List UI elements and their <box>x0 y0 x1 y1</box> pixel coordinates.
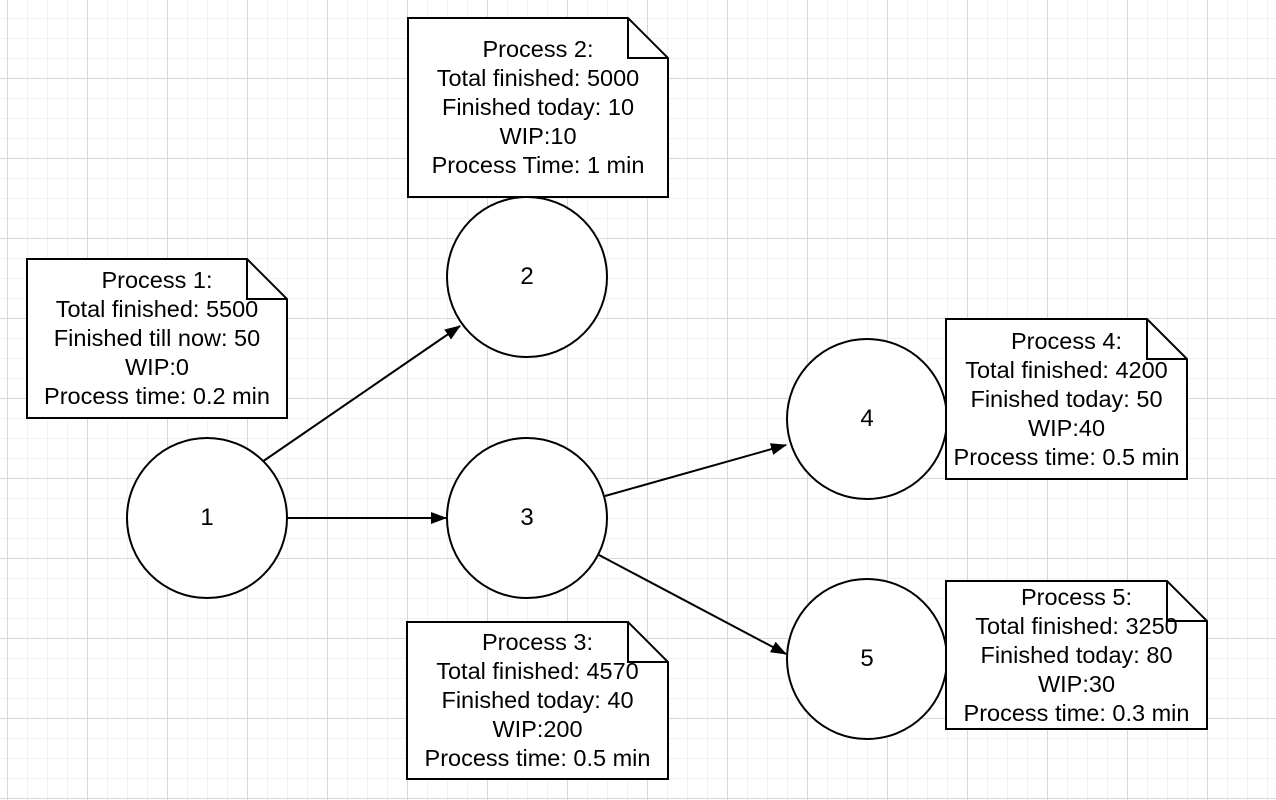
note-shape-process-4[interactable] <box>945 318 1188 480</box>
note-fold-icon <box>627 622 668 663</box>
process-node-4[interactable] <box>786 338 948 500</box>
note-fold-icon <box>627 18 668 59</box>
process-node-3[interactable] <box>446 437 608 599</box>
note-fold-icon <box>246 259 287 300</box>
note-fold-icon <box>1146 319 1187 360</box>
process-node-1[interactable] <box>126 437 288 599</box>
note-shape-process-1[interactable] <box>26 258 288 419</box>
note-shape-process-5[interactable] <box>945 580 1208 730</box>
note-shape-process-3[interactable] <box>406 621 669 780</box>
edge-3-to-5[interactable] <box>598 554 787 655</box>
note-fold-icon <box>1166 581 1207 622</box>
note-shape-process-2[interactable] <box>407 17 669 198</box>
process-node-2[interactable] <box>446 196 608 358</box>
edge-3-to-4[interactable] <box>604 443 787 497</box>
process-node-5[interactable] <box>786 578 948 740</box>
edge-1-to-2[interactable] <box>261 325 461 463</box>
